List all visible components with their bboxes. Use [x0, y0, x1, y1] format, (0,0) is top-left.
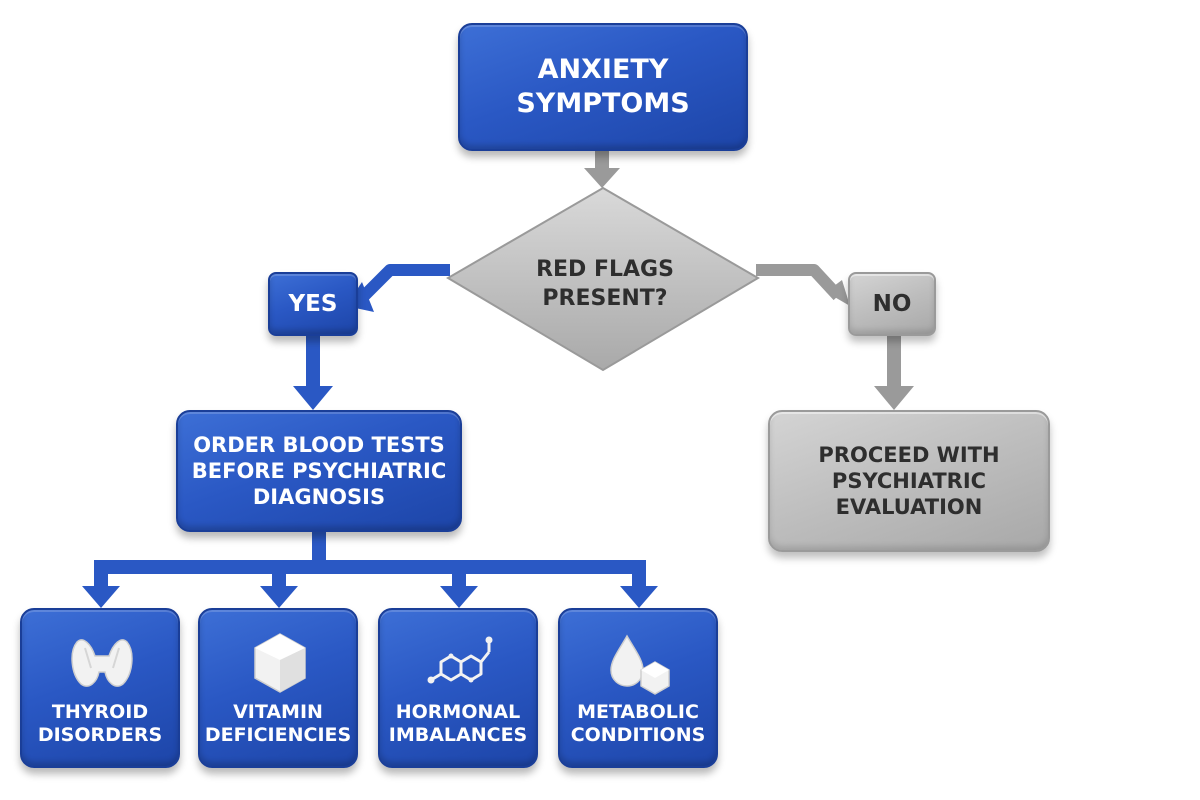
anxiety-symptoms-label: ANXIETY SYMPTOMS	[516, 54, 690, 119]
connector-yes-to-blood-tests	[293, 336, 333, 410]
order-blood-tests-node: ORDER BLOOD TESTS BEFORE PSYCHIATRIC DIA…	[176, 410, 462, 532]
vitamin-deficiencies-label: VITAMIN DEFICIENCIES	[204, 700, 352, 747]
metabolic-conditions-label: METABOLIC CONDITIONS	[570, 700, 706, 747]
no-node: NO	[848, 272, 936, 336]
anxiety-symptoms-node: ANXIETY SYMPTOMS	[458, 23, 748, 151]
drop-and-crystal-icon	[610, 634, 670, 695]
connector-decision-to-yes	[346, 264, 450, 312]
no-label: NO	[872, 290, 912, 317]
proceed-psychiatric-evaluation-node: PROCEED WITH PSYCHIATRIC EVALUATION	[768, 410, 1050, 552]
order-blood-tests-label: ORDER BLOOD TESTS BEFORE PSYCHIATRIC DIA…	[191, 432, 447, 510]
metabolic-conditions-node: METABOLIC CONDITIONS	[558, 608, 718, 768]
hormonal-imbalances-label: HORMONAL IMBALANCES	[388, 700, 528, 747]
thyroid-gland-icon	[71, 639, 133, 687]
thyroid-disorders-label: THYROID DISORDERS	[37, 700, 163, 747]
connector-no-to-proceed	[874, 336, 914, 410]
yes-label: YES	[288, 290, 338, 317]
molecule-structure-icon	[427, 636, 493, 684]
connector-blood-tests-to-conditions	[82, 532, 658, 608]
vitamin-polyhedron-icon	[254, 633, 306, 693]
proceed-psychiatric-evaluation-label: PROCEED WITH PSYCHIATRIC EVALUATION	[818, 442, 1000, 520]
vitamin-deficiencies-node: VITAMIN DEFICIENCIES	[198, 608, 358, 768]
red-flags-decision-label: RED FLAGS PRESENT?	[536, 257, 674, 311]
connector-decision-to-no	[756, 264, 850, 306]
decision-diamond	[446, 186, 760, 372]
hormonal-imbalances-node: HORMONAL IMBALANCES	[378, 608, 538, 768]
yes-node: YES	[268, 272, 358, 336]
connector-start-to-decision	[584, 151, 620, 188]
thyroid-disorders-node: THYROID DISORDERS	[20, 608, 180, 768]
